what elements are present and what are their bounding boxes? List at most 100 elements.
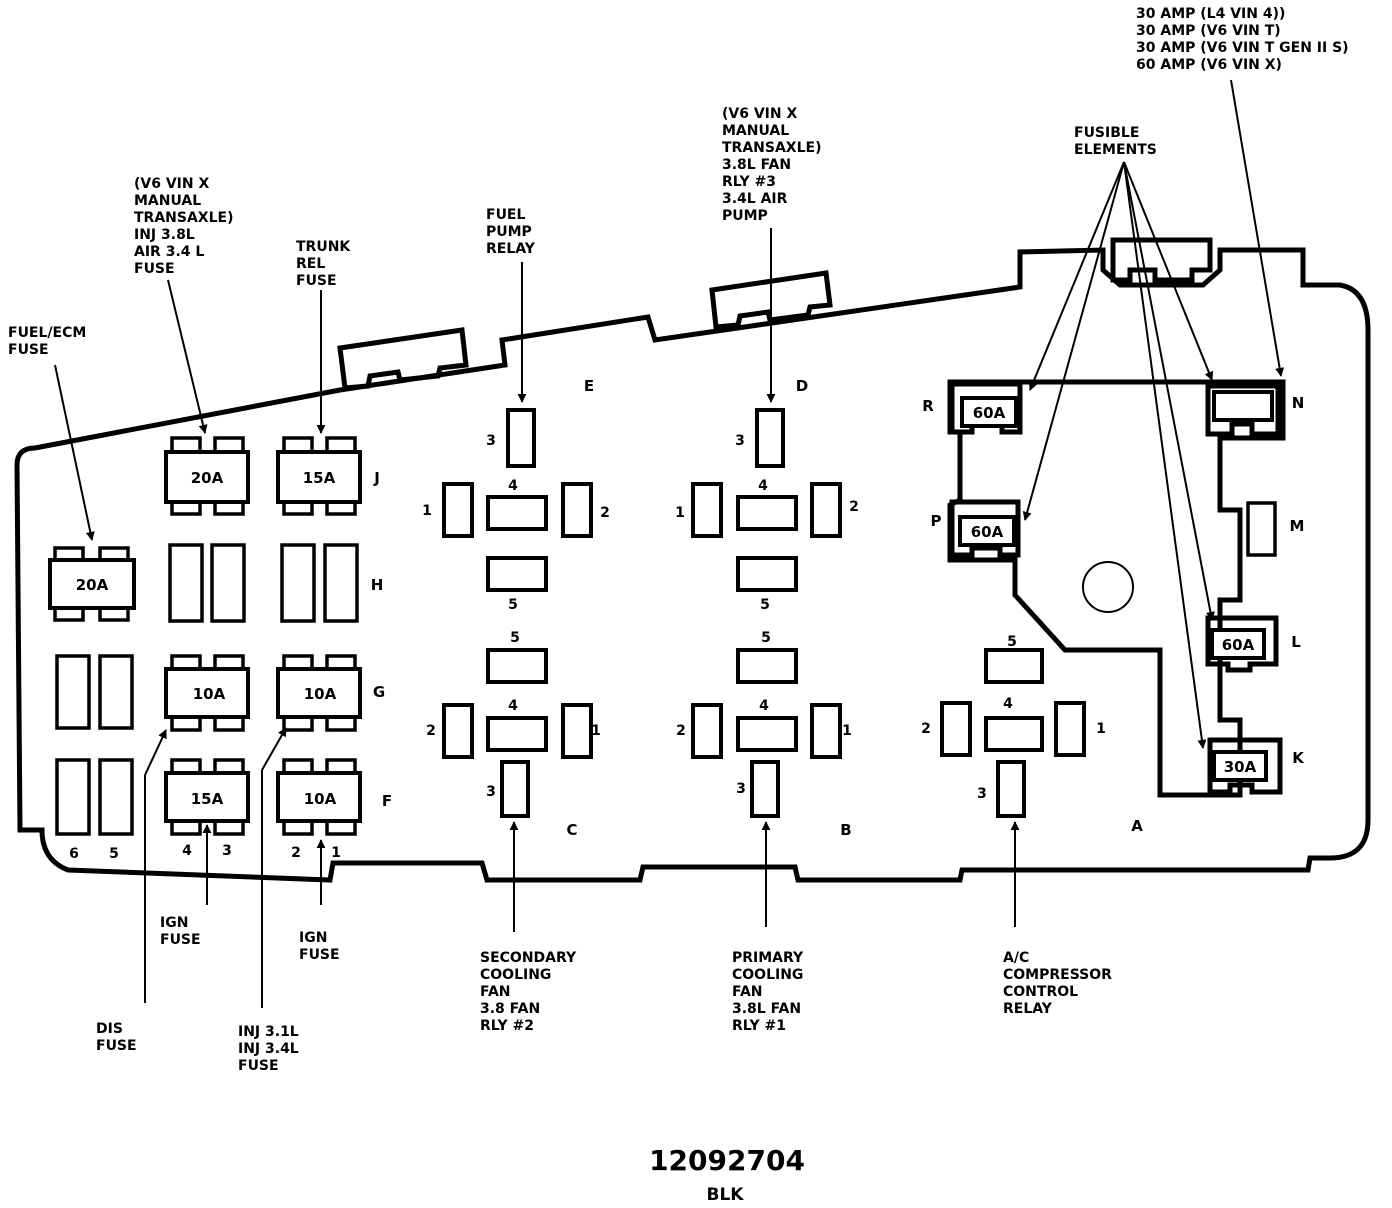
callout-fuel-pump-relay: FUEL PUMP RELAY <box>486 207 536 257</box>
svg-text:TRUNK: TRUNK <box>296 239 351 255</box>
fuse-cavity-empty <box>55 654 91 730</box>
svg-text:30 AMP (L4 VIN 4)): 30 AMP (L4 VIN 4)) <box>1136 6 1285 22</box>
svg-text:B: B <box>840 821 851 839</box>
svg-text:J: J <box>373 469 380 487</box>
callout-ign-fuse-right: IGN FUSE <box>299 930 340 963</box>
svg-text:FUSIBLE: FUSIBLE <box>1074 125 1139 141</box>
svg-text:1: 1 <box>842 723 852 739</box>
svg-text:SECONDARY: SECONDARY <box>480 950 577 966</box>
fuse-trunk-rel[interactable]: 15A <box>276 436 362 516</box>
fuse-cavity-empty <box>280 543 316 623</box>
row-labels: J H G F E D C B A R P N M L K <box>371 377 1305 839</box>
fuse-rating: 20A <box>191 469 224 487</box>
svg-text:3: 3 <box>736 781 746 797</box>
svg-text:ELEMENTS: ELEMENTS <box>1074 142 1157 158</box>
svg-text:FUSE: FUSE <box>238 1058 279 1074</box>
svg-text:3.8 FAN: 3.8 FAN <box>480 1001 540 1017</box>
fusible-rating: 60A <box>1222 636 1255 654</box>
svg-text:FUSE: FUSE <box>134 261 175 277</box>
svg-text:RLY #1: RLY #1 <box>732 1018 786 1034</box>
svg-text:5: 5 <box>761 630 771 646</box>
fuse-inj-31[interactable]: 10A <box>276 654 362 732</box>
fuse-rating: 15A <box>191 790 224 808</box>
fusible-element-n[interactable] <box>1205 383 1281 437</box>
svg-text:30 AMP (V6 VIN T): 30 AMP (V6 VIN T) <box>1136 23 1281 39</box>
callout-trunk-rel-fuse: TRUNK REL FUSE <box>296 239 351 289</box>
fuse-ign-left[interactable]: 15A <box>164 758 250 836</box>
svg-text:PUMP: PUMP <box>722 208 768 224</box>
svg-text:FUEL: FUEL <box>486 207 525 223</box>
svg-text:1: 1 <box>675 505 685 521</box>
svg-text:F: F <box>382 792 392 810</box>
fuse-cavity-empty <box>98 758 134 836</box>
svg-text:3.8L FAN: 3.8L FAN <box>732 1001 801 1017</box>
connector-color: BLK <box>707 1185 745 1205</box>
fuse-fuel-ecm[interactable]: 20A <box>48 546 136 622</box>
svg-text:4: 4 <box>759 698 769 714</box>
fuse-ign-right[interactable]: 10A <box>276 758 362 836</box>
svg-text:(V6 VIN X: (V6 VIN X <box>134 176 209 192</box>
svg-text:3: 3 <box>486 433 496 449</box>
relay-a-ac-compressor[interactable] <box>940 648 1086 818</box>
fuse-j-left[interactable]: 20A <box>164 436 250 516</box>
svg-text:4: 4 <box>508 698 518 714</box>
svg-text:CONTROL: CONTROL <box>1003 984 1078 1000</box>
svg-text:A: A <box>1131 817 1143 835</box>
fuse-dis[interactable]: 10A <box>164 654 250 732</box>
svg-text:60 AMP (V6 VIN X): 60 AMP (V6 VIN X) <box>1136 57 1282 73</box>
callout-inj-31-fuse: INJ 3.1L INJ 3.4L FUSE <box>238 1024 299 1074</box>
svg-text:N: N <box>1292 394 1305 412</box>
svg-text:5: 5 <box>760 597 770 613</box>
fusible-element-k[interactable]: 30A <box>1207 737 1283 795</box>
svg-text:FUSE: FUSE <box>296 273 337 289</box>
fuse-cavity-empty <box>210 543 246 623</box>
svg-text:2: 2 <box>921 721 931 737</box>
svg-text:INJ 3.8L: INJ 3.8L <box>134 227 195 243</box>
callout-fan-relay-3: (V6 VIN X MANUAL TRANSAXLE) 3.8L FAN RLY… <box>722 106 821 224</box>
svg-text:P: P <box>931 512 942 530</box>
svg-text:COOLING: COOLING <box>732 967 803 983</box>
fusible-element-p[interactable]: 60A <box>949 499 1021 558</box>
fuse-rating: 15A <box>303 469 336 487</box>
svg-text:2: 2 <box>426 723 436 739</box>
fusible-element-r[interactable]: 60A <box>949 381 1023 435</box>
fusible-rating: 60A <box>971 523 1004 541</box>
relay-e-fuel-pump[interactable] <box>442 408 593 592</box>
svg-text:1: 1 <box>422 503 432 519</box>
svg-text:4: 4 <box>182 843 192 859</box>
svg-text:IGN: IGN <box>160 915 188 931</box>
svg-text:2: 2 <box>676 723 686 739</box>
svg-text:RLY #3: RLY #3 <box>722 174 776 190</box>
fusible-rating: 30A <box>1224 758 1257 776</box>
svg-text:FUSE: FUSE <box>8 342 49 358</box>
svg-text:FUEL/ECM: FUEL/ECM <box>8 325 86 341</box>
fuse-rating: 10A <box>304 790 337 808</box>
svg-text:TRANSAXLE): TRANSAXLE) <box>134 210 233 226</box>
relay-c-secondary-fan[interactable] <box>442 648 593 818</box>
svg-text:COMPRESSOR: COMPRESSOR <box>1003 967 1112 983</box>
fuse-cavity-empty <box>55 758 91 836</box>
fusible-cavity-m <box>1246 501 1277 557</box>
fuse-cavity-empty <box>323 543 359 623</box>
fusible-element-l[interactable]: 60A <box>1205 615 1279 673</box>
svg-text:3: 3 <box>486 784 496 800</box>
svg-text:3: 3 <box>977 786 987 802</box>
svg-text:2: 2 <box>291 845 301 861</box>
svg-text:H: H <box>371 576 384 594</box>
fuse-rating: 20A <box>76 576 109 594</box>
svg-text:M: M <box>1290 517 1305 535</box>
svg-text:RELAY: RELAY <box>486 241 536 257</box>
svg-text:4: 4 <box>758 478 768 494</box>
svg-text:(V6 VIN X: (V6 VIN X <box>722 106 797 122</box>
svg-text:IGN: IGN <box>299 930 327 946</box>
svg-text:FUSE: FUSE <box>160 932 201 948</box>
relay-d-fan-3[interactable] <box>691 408 842 592</box>
connector-latch <box>1110 237 1213 283</box>
leader-lines <box>54 79 1285 1008</box>
fuse-rating: 10A <box>304 685 337 703</box>
relay-b-primary-fan[interactable] <box>691 648 842 818</box>
svg-text:30 AMP (V6 VIN T GEN II S): 30 AMP (V6 VIN T GEN II S) <box>1136 40 1349 56</box>
svg-text:FUSE: FUSE <box>299 947 340 963</box>
callout-fusible-elements: FUSIBLE ELEMENTS <box>1074 125 1157 158</box>
part-number: 12092704 <box>649 1144 805 1177</box>
